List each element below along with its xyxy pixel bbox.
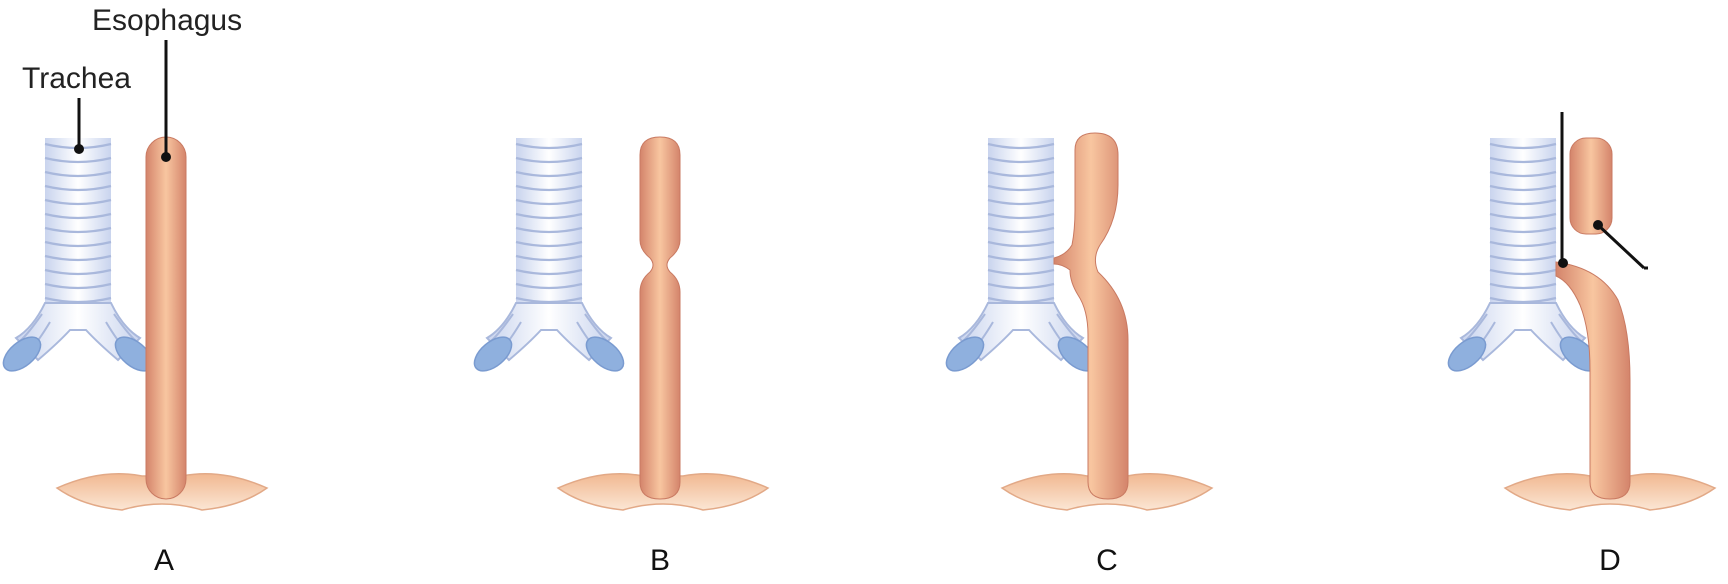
pouch-leader-dot	[1593, 220, 1603, 230]
fistula-leader-dot	[1558, 258, 1568, 268]
panel-label-d: D	[1599, 544, 1621, 577]
esophagus-c	[1053, 132, 1129, 500]
lower-esophagus-d	[1555, 261, 1631, 500]
esophagus-a	[145, 136, 187, 500]
esophagus-label: Esophagus	[92, 4, 243, 37]
panel-label-b: B	[649, 544, 671, 577]
panel-b	[467, 136, 769, 511]
panel-label-c: C	[1096, 544, 1118, 577]
esophagus-b	[639, 136, 681, 500]
panel-a	[0, 40, 268, 511]
panel-d	[1441, 112, 1716, 511]
upper-pouch-d	[1569, 137, 1613, 235]
panel-c	[939, 132, 1213, 511]
trachea-label: Trachea	[22, 62, 131, 95]
trachea-a	[0, 136, 160, 379]
trachea-leader-dot	[74, 144, 84, 154]
panel-label-a: A	[153, 544, 175, 577]
trachea-b	[467, 136, 631, 379]
esophagus-leader-dot	[161, 152, 171, 162]
pouch-leader	[1596, 223, 1646, 270]
